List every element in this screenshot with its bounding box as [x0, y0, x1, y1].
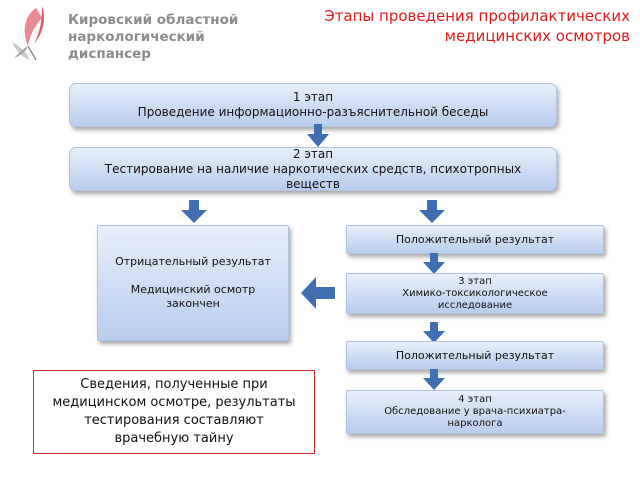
stage-3-text-line-2: исследование: [437, 299, 513, 311]
note-line-3: тестирования составляют: [84, 413, 264, 428]
title-line-2: медицинских осмотров: [444, 27, 630, 45]
stage-4-label: 4 этап: [458, 394, 492, 405]
note-line-4: врачебную тайну: [114, 431, 234, 446]
arrow-down-icon: [181, 200, 207, 223]
arrow-down-icon: [307, 124, 329, 147]
positive-result-1-text: Положительный результат: [395, 232, 555, 246]
stage-2-box: 2 этап Тестирование на наличие наркотиче…: [69, 147, 557, 191]
arrow-down-icon: [423, 369, 445, 390]
arrow-down-icon: [419, 200, 445, 223]
arrow-down-icon: [423, 253, 445, 274]
note-line-1: Сведения, полученные при: [80, 377, 268, 392]
positive-result-1-box: Положительный результат: [346, 225, 604, 254]
stage-2-text-line-1: Тестирование на наличие наркотических ср…: [104, 161, 522, 176]
org-line-2: наркологический: [68, 29, 205, 45]
arrow-left-icon: [301, 277, 335, 309]
stage-4-text-line-2: нарколога: [447, 418, 503, 429]
arrow-down-icon: [423, 322, 445, 343]
negative-result-line-4: закончен: [166, 297, 220, 310]
logo-icon: [12, 6, 44, 61]
stage-2-text-line-2: веществ: [286, 176, 340, 191]
stage-2-label: 2 этап: [292, 146, 334, 161]
positive-result-2-text: Положительный результат: [395, 348, 555, 362]
negative-result-box: Отрицательный результат Медицинский осмо…: [97, 225, 289, 341]
stage-1-box: 1 этап Проведение информационно-разъясни…: [69, 83, 557, 127]
title-line-1: Этапы проведения профилактических: [324, 7, 630, 25]
stage-3-label: 3 этап: [458, 275, 492, 287]
stage-1-label: 1 этап: [292, 90, 334, 104]
organization-name: Кировский областной наркологический дисп…: [68, 12, 268, 63]
page-title: Этапы проведения профилактических медици…: [324, 6, 630, 46]
negative-result-line-3: Медицинский осмотр: [130, 283, 256, 296]
note-line-2: медицинском осмотре, результаты: [52, 395, 296, 410]
confidentiality-note: Сведения, полученные при медицинском осм…: [33, 370, 315, 454]
stage-3-text-line-1: Химико-токсикологическое: [402, 287, 548, 299]
org-line-1: Кировский областной: [68, 12, 239, 28]
stage-4-box: 4 этап Обследование у врача-психиатра- н…: [346, 390, 604, 434]
org-line-3: диспансер: [68, 46, 151, 62]
stage-1-text: Проведение информационно-разъяснительной…: [137, 105, 489, 119]
stage-3-box: 3 этап Химико-токсикологическое исследов…: [346, 273, 604, 314]
positive-result-2-box: Положительный результат: [346, 341, 604, 370]
negative-result-line-1: Отрицательный результат: [115, 255, 271, 268]
stage-4-text-line-1: Обследование у врача-психиатра-: [384, 406, 566, 417]
